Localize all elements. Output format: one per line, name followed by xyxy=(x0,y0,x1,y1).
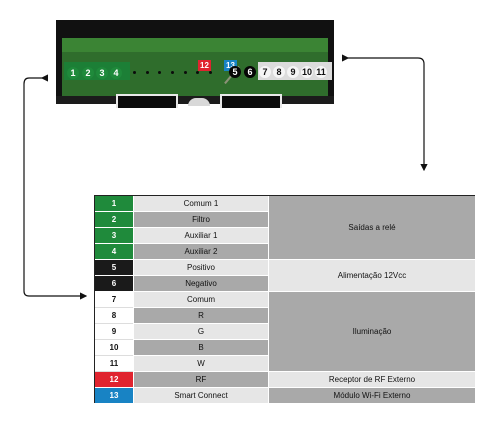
pcb-pad xyxy=(133,71,136,74)
terminal-10: 10 xyxy=(301,66,313,78)
terminal-12: 12 xyxy=(198,60,211,71)
pin-number-cell: 4 xyxy=(95,244,133,260)
pin-function-cell: RF xyxy=(133,372,268,388)
left-connector-arrow xyxy=(23,74,88,300)
pcb-pad xyxy=(184,71,187,74)
terminal-4: 4 xyxy=(110,67,122,79)
group-label-cell: Receptor de RF Externo xyxy=(268,372,475,388)
right-connector-arrow xyxy=(342,54,428,172)
group-label-cell: Saídas a relé xyxy=(268,196,475,260)
pin-number-cell: 10 xyxy=(95,340,133,356)
pin-number-cell: 5 xyxy=(95,260,133,276)
pin-number-cell: 11 xyxy=(95,356,133,372)
terminal-11: 11 xyxy=(315,66,327,78)
terminal-8: 8 xyxy=(273,66,285,78)
mount-leg-right xyxy=(220,94,282,108)
pin-function-cell: Filtro xyxy=(133,212,268,228)
pin-function-cell: Negativo xyxy=(133,276,268,292)
terminal-3: 3 xyxy=(96,67,108,79)
pin-number-cell: 8 xyxy=(95,308,133,324)
pin-number-cell: 3 xyxy=(95,228,133,244)
pcb-pad xyxy=(196,71,199,74)
group-label-cell: Alimentação 12Vcc xyxy=(268,260,475,292)
pcb-edge xyxy=(62,38,328,52)
mount-leg-left xyxy=(116,94,178,108)
pin-number-cell: 13 xyxy=(95,388,133,404)
terminal-7: 7 xyxy=(259,66,271,78)
pin-function-cell: R xyxy=(133,308,268,324)
pin-number-cell: 2 xyxy=(95,212,133,228)
pin-number-cell: 9 xyxy=(95,324,133,340)
pin-function-cell: G xyxy=(133,324,268,340)
terminal-5: 5 xyxy=(229,66,241,78)
pcb-pad xyxy=(158,71,161,74)
pcb-pad xyxy=(171,71,174,74)
mount-notch xyxy=(188,98,210,106)
terminal-6: 6 xyxy=(244,66,256,78)
pin-number-cell: 1 xyxy=(95,196,133,212)
group-label-cell: Módulo Wi-Fi Externo xyxy=(268,388,475,404)
pin-number-cell: 12 xyxy=(95,372,133,388)
pin-function-cell: Auxiliar 1 xyxy=(133,228,268,244)
pcb-pad xyxy=(146,71,149,74)
pin-function-cell: Comum xyxy=(133,292,268,308)
pin-function-cell: Comum 1 xyxy=(133,196,268,212)
terminal-13: 13 xyxy=(224,60,237,71)
pin-function-cell: Positivo xyxy=(133,260,268,276)
pin-function-cell: W xyxy=(133,356,268,372)
pin-number-cell: 7 xyxy=(95,292,133,308)
pcb-pad xyxy=(209,71,212,74)
terminal-9: 9 xyxy=(287,66,299,78)
pin-number-cell: 6 xyxy=(95,276,133,292)
group-label-cell: Iluminação xyxy=(268,292,475,372)
pin-function-cell: B xyxy=(133,340,268,356)
pin-function-cell: Auxiliar 2 xyxy=(133,244,268,260)
pin-function-cell: Smart Connect xyxy=(133,388,268,404)
